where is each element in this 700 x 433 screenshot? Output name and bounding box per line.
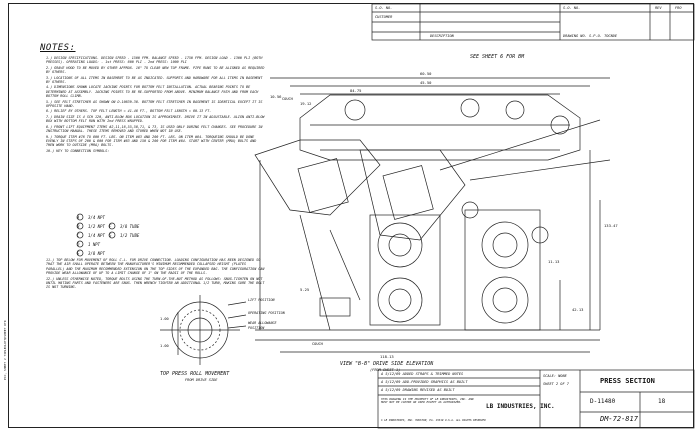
drawing-number: D-11480	[590, 398, 616, 405]
proprietary-notice: THIS DRAWING IS THE PROPERTY OF LB INDUS…	[381, 397, 474, 405]
dimension-label: 45.50	[420, 80, 432, 85]
revision-number: 18	[658, 398, 666, 405]
center-cylinder	[382, 165, 434, 220]
title-block-frame	[377, 369, 695, 429]
symbol-label: 1/2 NPT	[88, 224, 105, 229]
dimension-label: 11.13	[548, 259, 560, 264]
top-frame-beam	[299, 94, 581, 161]
notes-list-continued: 11.) TOP BELOW FOR MOVEMENT OF ROLL C.L.…	[46, 258, 266, 291]
dimension-label: 19.12	[300, 101, 312, 106]
note-item: 11.) TOP BELOW FOR MOVEMENT OF ROLL C.L.…	[46, 258, 265, 276]
symbol-key: C	[77, 233, 80, 238]
dimension-label: 60.50	[420, 71, 432, 76]
roll-movement-caption: TOP PRESS ROLL MOVEMENT	[160, 371, 230, 377]
note-item: 10.) KEY TO CONNECTION SYMBOLS:	[46, 148, 110, 153]
left-arm	[254, 139, 381, 216]
notes-title: NOTES:	[40, 43, 76, 53]
symbol-key: A	[77, 215, 80, 220]
header-so-label: S.O. NO.	[375, 6, 393, 10]
header-description-label: DESCRIPTION	[430, 34, 454, 38]
symbol-key: B	[77, 224, 80, 229]
header-drawing-no-label: DRAWING NO. S.P.O. TOCNDE	[563, 34, 618, 38]
main-view-caption: VIEW "B-B" DRIVE SIDE ELEVATION	[340, 361, 434, 367]
drawing-title: PRESS SECTION	[600, 377, 655, 385]
symbol-key: D	[77, 242, 80, 247]
left-lower-roll	[377, 277, 423, 323]
roll-label: WEAR ALLOWANCE	[248, 321, 277, 325]
left-cylinder	[297, 158, 349, 213]
dimension-label: 133.47	[604, 223, 618, 228]
sheet-number: DM-72-817	[600, 415, 638, 423]
roll-dim: 1.00	[160, 317, 169, 321]
dimension-label: 118.13	[380, 354, 394, 359]
sheet-label: SHEET 2 OF 7	[543, 382, 569, 386]
roll-label: POSITION	[248, 326, 265, 330]
note-item: 3.) LOCATIONS OF ALL ITEMS IN BASEMENT T…	[46, 75, 263, 85]
dimension-label: 10.56	[270, 94, 282, 99]
symbol-key: E	[77, 251, 80, 256]
revision-entry: A 5/12/89 ADDED STRAPS & TRIMMED NOTES	[381, 372, 464, 376]
roll-movement-subcaption: FROM DRIVE SIDE	[185, 378, 218, 382]
header-rev: REV	[655, 6, 662, 10]
right-lower-roll	[481, 276, 529, 324]
symbol-label: 1 NPT	[88, 242, 101, 247]
revision-entry: A 5/12/89 ADD-PROVIDED GRAPHICS AS BUILT	[381, 380, 468, 384]
note-item: 1.) DESIGN SPECIFICATIONS. DESIGN SPEED …	[46, 56, 263, 65]
main-view-subcaption: (FROM SHEET 1)	[370, 368, 401, 372]
margin-note: PCC, SHEET 2 TIPLECLOTH/SHEET OTR	[3, 320, 7, 380]
symbol-label: 3/8 TUBE	[120, 224, 140, 229]
note-item: 9.) TORQUE ITEM #78 TO 800 FT. LBS. ON I…	[46, 134, 257, 148]
left-upper-roll	[377, 222, 423, 268]
symbol-label: 1/4 NPT	[88, 233, 105, 238]
left-press-frame	[369, 214, 441, 326]
drawing-sheet	[8, 3, 694, 428]
note-item: 6.) RELIEF BY OTHERS. TOP FELT LENGTH = …	[46, 109, 212, 114]
dimension-label: 84.75	[350, 88, 362, 93]
copyright-notice: © LB INDUSTRIES, INC. HOUSTON, PA. 15319…	[381, 419, 486, 422]
note-item: 4.) DIMENSIONS SHOWN LOCATE JACKING POIN…	[46, 85, 259, 99]
center-arm	[359, 149, 466, 241]
header-customer-label: CUSTOMER	[375, 15, 393, 19]
note-item: 2.) GRAVE HOOD TO BE MOVED BY OTHER APPR…	[46, 65, 265, 75]
symbol-key: F	[109, 224, 112, 229]
company-name: LB INDUSTRIES, INC.	[486, 403, 555, 410]
dimension-label: 5.25	[300, 287, 310, 292]
note-item: 12.) UNLESS OTHERWISE NOTED, TORQUE BOLT…	[46, 276, 265, 290]
symbol-label: 3/4 NPT	[88, 215, 105, 220]
symbol-label: 3/8 NPT	[88, 251, 105, 256]
note-item: 8.) FRONT LIFT EQUIPMENT ITEMS #2,11,16,…	[46, 124, 263, 134]
see-sheet-note: SEE SHEET 6 FOR BM	[470, 54, 525, 60]
revision-entry: A 5/12/89 DRAWING REVISED AS BUILT	[381, 388, 455, 392]
roll-label: LIFT POSITION	[248, 298, 275, 302]
symbol-key: G	[109, 233, 112, 238]
right-upper-roll	[481, 221, 529, 269]
note-item: 7.) DRAIN SIZE IS 4 SCH 120, ANTI-BLOW B…	[46, 114, 265, 124]
header-fro: FRO	[675, 6, 682, 10]
scale-label: SCALE: NONE	[543, 374, 567, 378]
notes-list: 1.) DESIGN SPECIFICATIONS. DESIGN SPEED …	[46, 56, 266, 154]
dimension-label: 42.13	[572, 307, 584, 312]
symbol-label: 1/2 TUBE	[120, 233, 140, 238]
note-item: 5.) SEE FELT STRETCHER AS SHOWN ON D-106…	[46, 99, 263, 109]
header-rev-so: S.O. NO.	[563, 6, 581, 10]
couch-label: COUCH	[312, 342, 323, 346]
roll-label: OPERATING POSITION	[248, 311, 285, 315]
couch-label: COUCH	[282, 97, 293, 101]
roll-dim: 1.00	[160, 344, 169, 348]
